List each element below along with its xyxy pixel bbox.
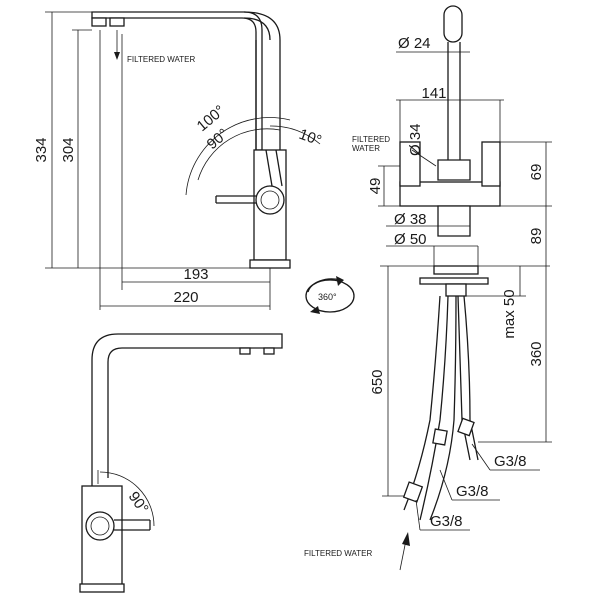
side-view: 334 304 193 220 100° 90° 10° FILTERED WA… xyxy=(33,11,324,310)
dim-rotation: 360° xyxy=(318,292,337,302)
dim-89: 89 xyxy=(528,228,545,245)
dim-220: 220 xyxy=(173,289,198,306)
dim-angle-90-top: 90° xyxy=(125,489,152,517)
dim-69: 69 xyxy=(528,164,545,181)
label-filtered-water-side-1: FILTERED xyxy=(352,135,390,144)
dim-334: 334 xyxy=(33,137,50,162)
dim-dia-24: Ø 24 xyxy=(398,35,431,52)
dim-dia-38: Ø 38 xyxy=(394,211,427,228)
front-view: Ø 24 141 Ø 34 FILTERED WATER 49 69 Ø 38 … xyxy=(304,5,552,571)
dim-141: 141 xyxy=(421,85,446,102)
dim-max-50: max 50 xyxy=(501,289,518,338)
dim-angle-10: 10° xyxy=(297,126,324,150)
dim-49: 49 xyxy=(367,178,384,195)
label-filtered-water-top: FILTERED WATER xyxy=(127,55,196,64)
top-view: 90° xyxy=(79,333,283,593)
label-filtered-water-bottom: FILTERED WATER xyxy=(304,549,373,558)
label-filtered-water-side-2: WATER xyxy=(352,144,380,153)
dim-dia-34: Ø 34 xyxy=(407,123,424,156)
dim-360: 360 xyxy=(528,341,545,366)
dim-304: 304 xyxy=(60,137,77,162)
dim-thread-2: G3/8 xyxy=(456,483,489,500)
dim-193: 193 xyxy=(183,266,208,283)
rotation-icon: 360° xyxy=(305,276,355,314)
dim-thread-3: G3/8 xyxy=(430,513,463,530)
dim-thread-1: G3/8 xyxy=(494,453,527,470)
dim-650: 650 xyxy=(369,369,386,394)
dim-dia-50: Ø 50 xyxy=(394,231,427,248)
